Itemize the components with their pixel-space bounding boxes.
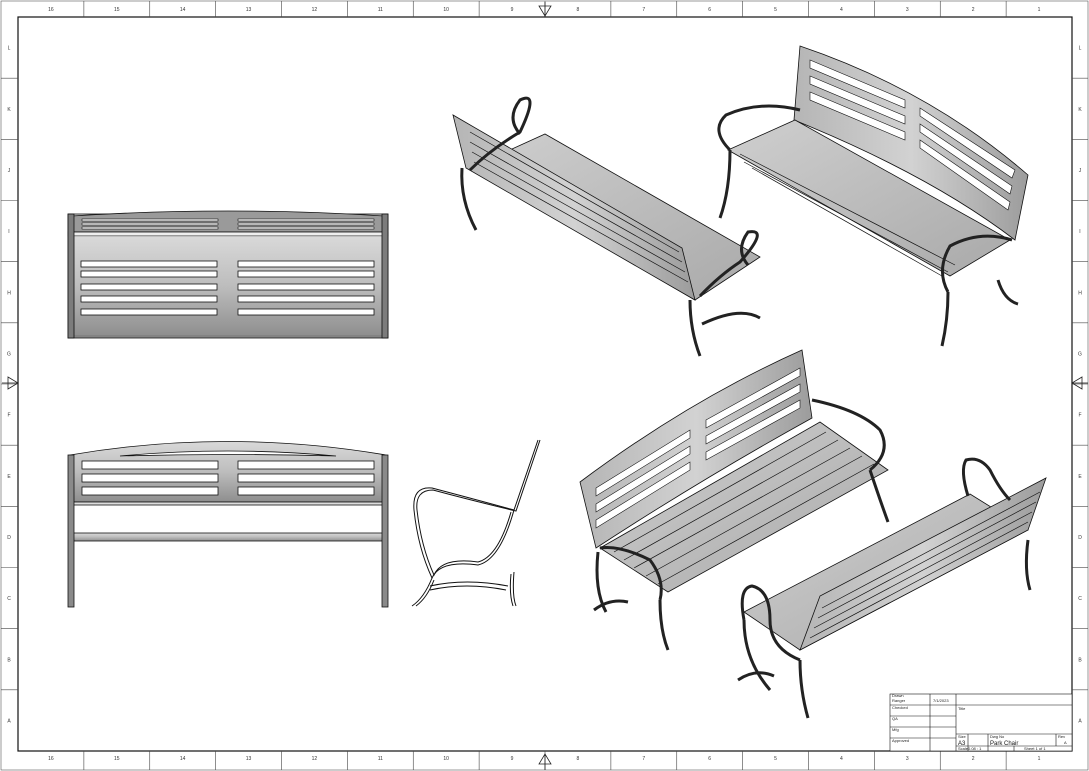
row-label: L: [1079, 46, 1082, 52]
row-label: E: [1078, 474, 1082, 480]
column-label: 2: [972, 7, 975, 13]
bench-iso-view-front-right: [717, 45, 1029, 347]
column-label: 7: [642, 7, 645, 13]
dwg-label: Dwg No: [990, 734, 1005, 739]
column-label: 14: [180, 7, 186, 13]
dwg-value: Park Chair: [990, 741, 1018, 747]
column-label: 3: [906, 756, 909, 762]
row-label: G: [7, 351, 11, 357]
bench-iso-view-rear: [452, 96, 761, 357]
column-label: 9: [511, 756, 514, 762]
drawn-label: Drawn: [892, 693, 904, 698]
column-label: 6: [708, 7, 711, 13]
column-label: 3: [906, 7, 909, 13]
row-label: L: [8, 46, 11, 52]
bench-iso-view-front-left: [579, 349, 890, 651]
mfg-label: Mfg: [892, 727, 899, 732]
rev-value: A: [1064, 740, 1067, 745]
column-label: 13: [246, 756, 252, 762]
checked-label: Checked: [892, 705, 908, 710]
column-labels-top: 16 15 14 13 12 11 10 9 8 7 6 5 4 3 2 1: [48, 7, 1041, 13]
row-label: K: [1078, 107, 1082, 113]
qa-label: QA: [892, 716, 898, 721]
column-label: 5: [774, 7, 777, 13]
column-label: 15: [114, 7, 120, 13]
scale-label: Scale: [958, 746, 969, 751]
column-label: 16: [48, 7, 54, 13]
bench-iso-view-rear-right: [737, 457, 1047, 719]
row-label: J: [8, 168, 11, 174]
row-label: E: [7, 474, 11, 480]
column-label: 10: [443, 7, 449, 13]
column-label: 11: [378, 756, 383, 762]
column-label: 2: [972, 756, 975, 762]
drawn-date: 7/1/2023: [933, 698, 949, 703]
bench-top-view: [67, 210, 389, 339]
row-label: J: [1079, 168, 1082, 174]
row-label: F: [7, 413, 10, 419]
row-label: C: [7, 596, 11, 602]
column-label: 8: [577, 756, 580, 762]
rev-label: Rev: [1058, 734, 1065, 739]
row-labels-left: L K J I H G F E D C B A: [7, 46, 11, 725]
row-label: D: [7, 535, 11, 541]
approved-label: Approved: [892, 738, 909, 743]
column-label: 5: [774, 756, 777, 762]
row-labels-right: L K J I H G F E D C B A: [1078, 46, 1082, 725]
row-label: H: [7, 290, 11, 296]
row-label: D: [1078, 535, 1082, 541]
column-label: 9: [511, 7, 514, 13]
sheet-value: Sheet 1 of 1: [1024, 746, 1046, 751]
title-label: Title: [958, 706, 966, 711]
column-label: 10: [443, 756, 449, 762]
bench-front-view: [67, 441, 389, 608]
column-label: 1: [1038, 756, 1041, 762]
drawn-by: Ranger: [892, 698, 906, 703]
column-label: 16: [48, 756, 54, 762]
title-block-text: Drawn Ranger 7/1/2023 Checked QA Mfg App…: [892, 693, 1067, 751]
column-label: 4: [840, 7, 843, 13]
scale-value: 0.08 : 1: [968, 746, 982, 751]
column-label: 13: [246, 7, 252, 13]
row-label: I: [1079, 229, 1080, 235]
column-label: 4: [840, 756, 843, 762]
title-block: [889, 693, 1073, 752]
column-label: 14: [180, 756, 186, 762]
row-label: B: [1078, 657, 1082, 663]
column-label: 12: [312, 756, 318, 762]
row-label: G: [1078, 351, 1082, 357]
size-label: Size: [958, 734, 967, 739]
column-label: 1: [1038, 7, 1041, 13]
column-label: 6: [708, 756, 711, 762]
column-label: 7: [642, 756, 645, 762]
column-label: 12: [312, 7, 318, 13]
column-label: 15: [114, 756, 120, 762]
row-label: K: [7, 107, 11, 113]
row-label: A: [7, 718, 11, 724]
row-label: H: [1078, 290, 1082, 296]
row-label: C: [1078, 596, 1082, 602]
column-labels-bottom: 16 15 14 13 12 11 10 9 8 7 6 5 4 3 2 1: [48, 756, 1041, 762]
row-label: A: [1078, 718, 1082, 724]
size-value: A3: [958, 741, 966, 747]
row-label: I: [8, 229, 9, 235]
bench-side-view: [411, 439, 541, 607]
row-label: B: [7, 657, 11, 663]
column-label: 11: [378, 7, 383, 13]
column-label: 8: [577, 7, 580, 13]
row-label: F: [1078, 413, 1081, 419]
